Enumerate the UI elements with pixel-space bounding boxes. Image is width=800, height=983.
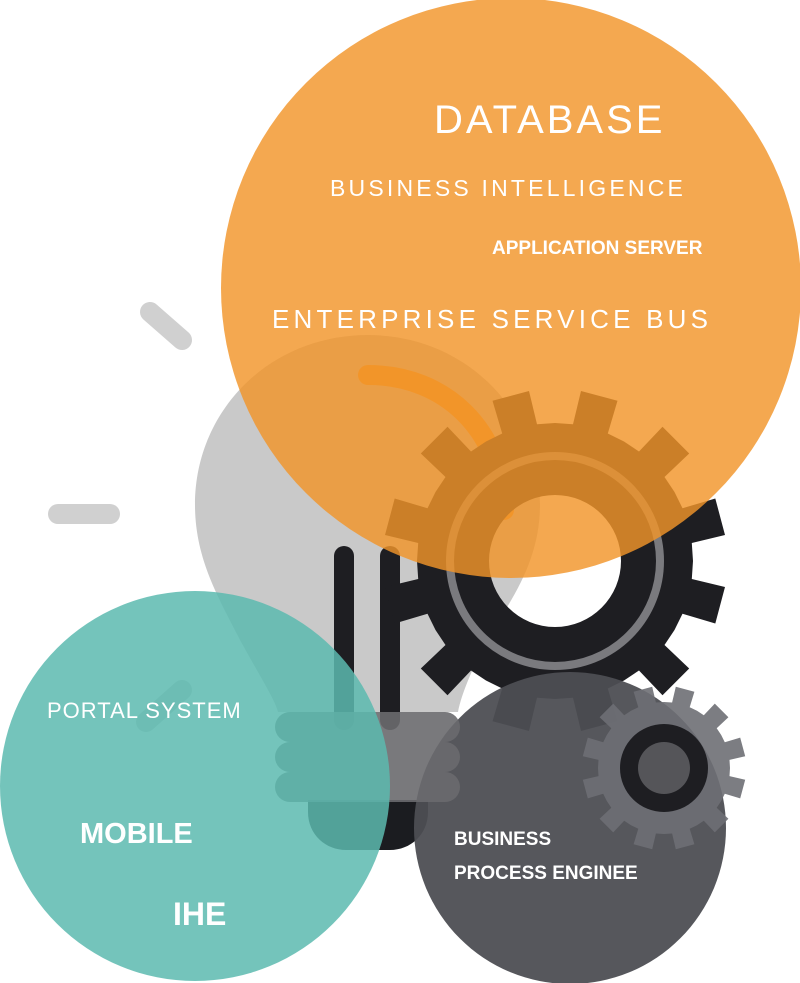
database-circle — [221, 0, 800, 578]
label-bpe-line2: PROCESS ENGINEE — [454, 863, 638, 884]
label-enterprise-service-bus: ENTERPRISE SERVICE BUS — [272, 304, 713, 334]
label-bpe-line1: BUSINESS — [454, 829, 552, 850]
label-application-server: APPLICATION SERVER — [492, 238, 703, 259]
label-mobile: MOBILE — [80, 818, 193, 850]
gear-small-body — [582, 686, 746, 850]
label-portal-system: PORTAL SYSTEM — [47, 698, 242, 723]
label-database: DATABASE — [434, 98, 666, 142]
portal-circle — [0, 591, 390, 981]
light-ray-upper — [140, 302, 192, 350]
gear-small-hub — [638, 742, 690, 794]
label-ihe: IHE — [173, 896, 227, 932]
label-business-intelligence: BUSINESS INTELLIGENCE — [330, 175, 687, 201]
gear-icon-small — [582, 686, 746, 850]
